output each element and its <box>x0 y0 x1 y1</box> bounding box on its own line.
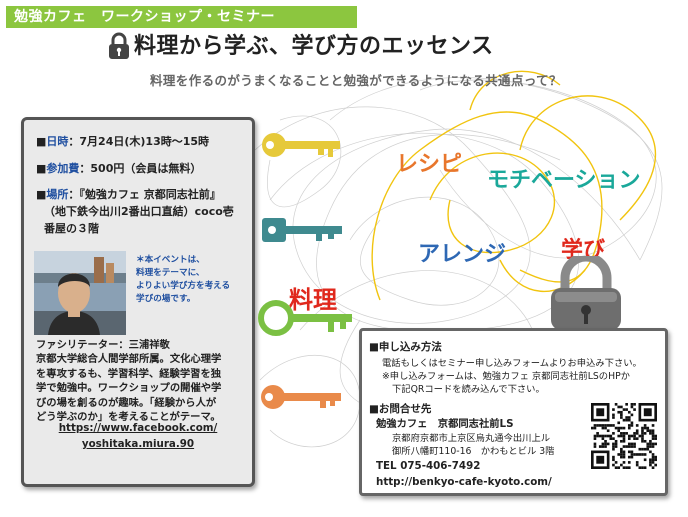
org-name: 勉強カフェ 京都同志社前LS <box>376 418 514 430</box>
facilitator-bio: ファシリテーター：三浦祥敬 京都大学総合人間学部所属。文化心理学 を専攻するも、… <box>36 339 222 424</box>
apply-heading: ■申し込み方法 <box>369 341 442 353</box>
word-motivation: モチベーション <box>487 168 641 193</box>
apply-line-2: ※申し込みフォームは、勉強カフェ 京都同志社前LSのHPか <box>382 371 630 382</box>
address-line-2: 御所八幡町110-16 かわもとビル 3階 <box>392 446 555 457</box>
address-line-1: 京都府京都市上京区烏丸通今出川上ル <box>392 433 551 444</box>
inquiry-heading: ■お問合せ先 <box>369 403 432 415</box>
place-line-3: 番屋の３階 <box>44 222 99 235</box>
fee-value: ：500円（会員は無料） <box>79 162 202 175</box>
event-note: ＊本イベントは、 料理をテーマに、 よりよい学び方を考える 学びの場です。 <box>136 255 231 304</box>
padlock-icon <box>551 256 621 330</box>
date-row: ■日時：7月24日(木)13時〜15時 <box>36 135 210 148</box>
qr-code[interactable] <box>591 403 657 469</box>
place-line-2: （地下鉄今出川2番出口直結）coco壱 <box>44 205 234 218</box>
orange-key-icon <box>261 385 341 409</box>
place-label: 場所 <box>46 188 69 201</box>
fee-label: 参加費 <box>46 162 80 175</box>
facebook-link[interactable]: https://www.facebook.com/ yoshitaka.miur… <box>58 422 218 450</box>
word-arrange: アレンジ <box>418 242 507 267</box>
place-value: ：『勉強カフェ 京都同志社前』 <box>68 188 221 201</box>
gold-key-icon <box>262 133 340 157</box>
contact-panel: ■申し込み方法 電話もしくはセミナー申し込みフォームよりお申込み下さい。 ※申し… <box>359 328 668 496</box>
page-title: 料理から学ぶ、学び方のエッセンス <box>134 34 494 59</box>
word-recipe: レシピ <box>396 152 463 177</box>
word-cooking: 料理 <box>289 286 337 314</box>
lock-icon <box>109 32 129 59</box>
event-banner: 勉強カフェ ワークショップ・セミナー <box>6 6 357 28</box>
tel: TEL 075-406-7492 <box>376 460 481 472</box>
place-row: ■場所：『勉強カフェ 京都同志社前』 <box>36 188 221 201</box>
facilitator-photo <box>34 251 126 335</box>
teal-key-icon <box>262 218 342 242</box>
apply-line-1: 電話もしくはセミナー申し込みフォームよりお申込み下さい。 <box>382 358 642 369</box>
event-details-panel: ■日時：7月24日(木)13時〜15時 ■参加費：500円（会員は無料） ■場所… <box>21 117 255 487</box>
apply-line-3: 下記QRコードを読み込んで下さい。 <box>392 384 545 395</box>
green-key-icon <box>258 300 352 336</box>
date-value: ：7月24日(木)13時〜15時 <box>68 135 210 148</box>
date-label: 日時 <box>46 135 69 148</box>
fee-row: ■参加費：500円（会員は無料） <box>36 162 202 175</box>
page-subtitle: 料理を作るのがうまくなることと勉強ができるようになる共通点って？ <box>150 73 562 88</box>
website-link[interactable]: http://benkyo-cafe-kyoto.com/ <box>376 476 552 488</box>
